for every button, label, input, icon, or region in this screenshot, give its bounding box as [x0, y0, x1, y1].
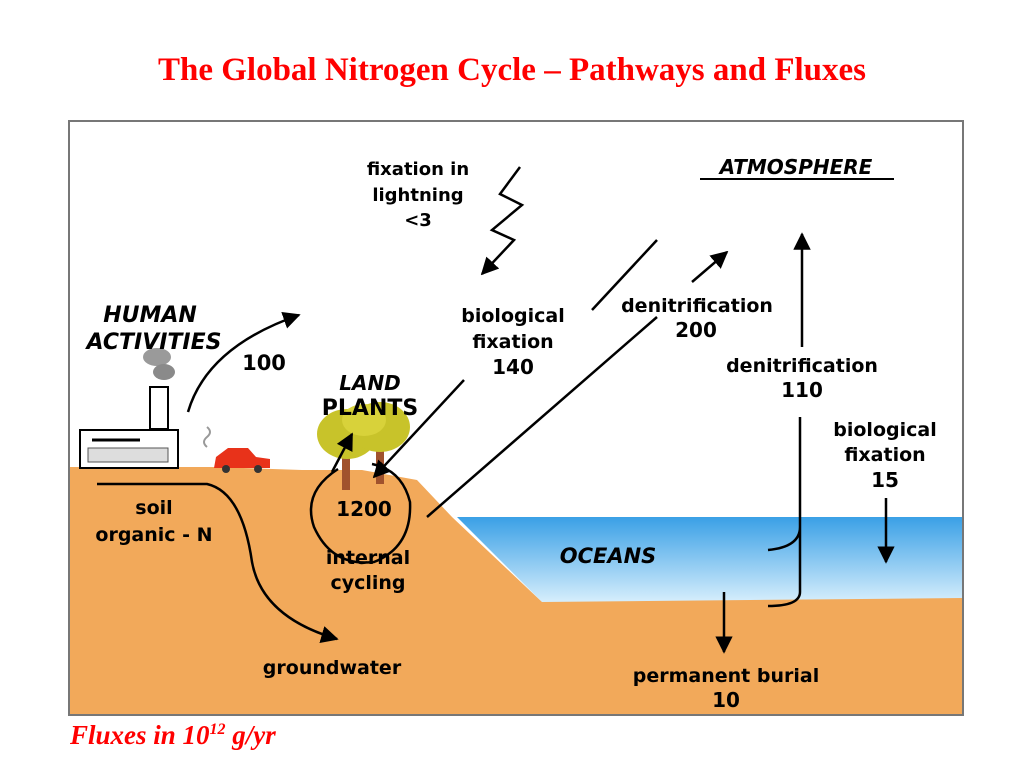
biological-fixation-land-arrow — [372, 379, 465, 479]
internal-cycling-label-1: internal — [326, 547, 410, 569]
car-icon — [203, 426, 270, 473]
human-flux-value: 100 — [242, 351, 286, 375]
lightning-value: <3 — [404, 210, 432, 231]
bio-fix-land-label-2: fixation — [472, 331, 553, 353]
oceans-label: OCEANS — [560, 544, 657, 568]
bio-fix-ocean-label-2: fixation — [844, 444, 925, 466]
soil-label-2: organic - N — [95, 524, 212, 546]
bio-fix-land-value: 140 — [492, 355, 534, 379]
internal-cycling-value: 1200 — [336, 497, 392, 521]
bio-fix-land-label-1: biological — [461, 305, 564, 327]
bio-fix-ocean-label-1: biological — [833, 419, 936, 441]
internal-cycling-label-2: cycling — [330, 572, 405, 594]
human-flux-arrow — [186, 311, 301, 413]
factory-icon — [79, 348, 179, 469]
caption-exponent: 12 — [209, 721, 226, 738]
bio-fix-ocean-value: 15 — [871, 468, 899, 492]
human-label-2: ACTIVITIES — [85, 330, 222, 355]
nitrogen-cycle-diagram: fixation in lightning <3 ATMOSPHERE HUMA… — [68, 120, 964, 716]
denitrification-land-arrow-head — [691, 250, 729, 283]
denit-land-value: 200 — [675, 318, 717, 342]
denit-ocean-label: denitrification — [726, 355, 878, 377]
groundwater-arrow — [97, 482, 339, 643]
denitrification-ocean-line — [767, 417, 802, 608]
page-title: The Global Nitrogen Cycle – Pathways and… — [157, 52, 866, 88]
atmosphere-label: ATMOSPHERE — [718, 155, 873, 179]
land-plants-label-2: PLANTS — [322, 396, 418, 421]
denit-ocean-value: 110 — [781, 378, 823, 402]
land-plants-label-1: LAND — [339, 371, 401, 395]
ocean-area — [457, 517, 962, 602]
groundwater-label: groundwater — [263, 657, 402, 679]
denit-land-label: denitrification — [621, 295, 773, 317]
plant-uptake-arrow — [330, 432, 354, 473]
burial-label: permanent burial — [633, 665, 819, 687]
burial-value: 10 — [712, 688, 740, 712]
caption-suffix: g/yr — [225, 720, 276, 750]
denitrification-land-dash — [591, 239, 658, 311]
soil-label-1: soil — [135, 497, 172, 519]
flux-units-caption: Fluxes in 1012 g/yr — [70, 720, 276, 751]
denitrification-land-arrow — [426, 316, 658, 518]
caption-prefix: Fluxes in 10 — [70, 720, 210, 750]
tree-icon — [317, 402, 410, 490]
land-area — [70, 467, 962, 714]
lightning-label-1: fixation in — [367, 159, 469, 180]
lightning-bolt-icon — [480, 166, 525, 276]
internal-cycling-loop — [309, 462, 412, 564]
human-label-1: HUMAN — [103, 303, 197, 328]
lightning-label-2: lightning — [372, 185, 463, 206]
